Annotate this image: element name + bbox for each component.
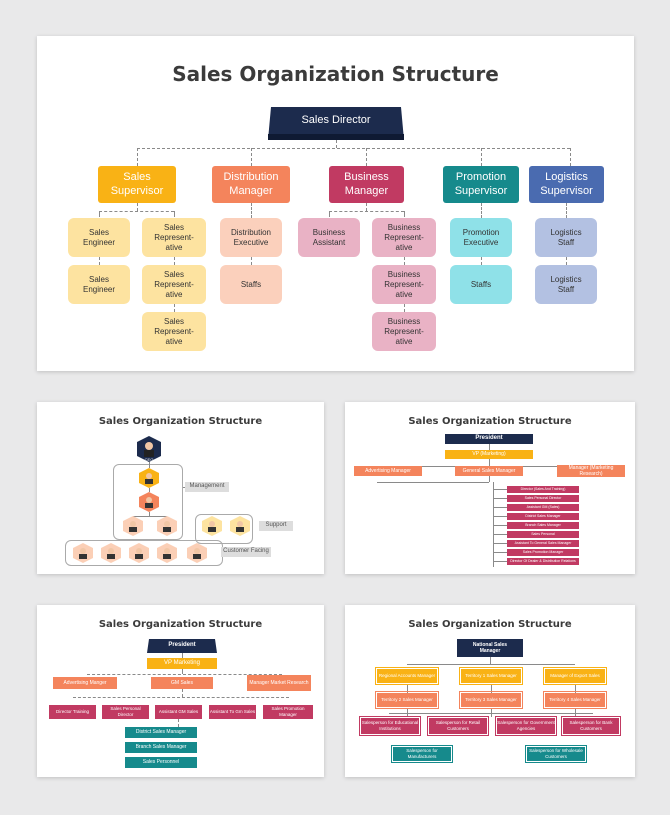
advertising-manager-box[interactable]: Advertising Manager <box>354 466 422 476</box>
sales-rep-3[interactable]: Sales Represent-ative <box>142 312 206 351</box>
thumb-3-market-research[interactable]: Manager Market Research <box>247 675 311 691</box>
main-title: Sales Organization Structure <box>172 62 499 86</box>
l3-0[interactable]: Salesperson for Educational Institutions <box>359 716 421 736</box>
promotion-staffs[interactable]: Staffs <box>450 265 512 304</box>
cf-hex-1 <box>73 543 93 563</box>
thumb-1[interactable]: Sales Organization Structure CEO Managem… <box>37 402 324 574</box>
thumb-3-chain-1[interactable]: Branch Sales Manager <box>125 742 197 753</box>
l4-1[interactable]: Salesperson for Wholesale Customers <box>525 745 587 763</box>
ceo-label: CEO <box>144 456 154 462</box>
l1-0[interactable]: Regional Accounts Manager <box>375 667 439 685</box>
thumb-2-list-item[interactable]: Assistant To General Sales Manager <box>507 540 579 547</box>
exec-hex-1 <box>139 468 159 488</box>
thumb-3-row-0[interactable]: Director Training <box>49 705 96 719</box>
thumb-2-list-item[interactable]: Branch Sales Manager <box>507 522 579 529</box>
thumb-4-title: Sales Organization Structure <box>408 619 572 630</box>
thumb-2-list-item[interactable]: Sales Promotion Manager <box>507 549 579 556</box>
l3-1[interactable]: Salesperson for Retail Customers <box>427 716 489 736</box>
support-hex-2 <box>230 516 250 536</box>
distribution-executive[interactable]: Distribution Executive <box>220 218 282 257</box>
cf-hex-4 <box>157 543 177 563</box>
l1-2[interactable]: Manager of Export Sales <box>543 667 607 685</box>
dept-logistics-supervisor[interactable]: Logistics Supervisor <box>529 166 604 203</box>
customer-facing-label: Customer Facing <box>221 547 271 557</box>
sales-rep-2[interactable]: Sales Represent-ative <box>142 265 206 304</box>
thumb-2-title: Sales Organization Structure <box>408 416 572 427</box>
support-label: Support <box>259 521 293 531</box>
business-assistant[interactable]: Business Assistant <box>298 218 360 257</box>
thumb-3[interactable]: Sales Organization Structure President V… <box>37 605 324 777</box>
thumb-3-row-3[interactable]: Assistant To Gm Sales <box>209 705 256 719</box>
l2-1[interactable]: Territory 3 Sales Manager <box>459 691 523 709</box>
vp-marketing-box[interactable]: VP (Marketing) <box>445 450 533 459</box>
thumb-3-row-1[interactable]: Sales Personal Director <box>102 705 149 719</box>
president-box[interactable]: President <box>445 434 533 444</box>
thumb-3-title: Sales Organization Structure <box>98 619 263 630</box>
dept-promotion-supervisor[interactable]: Promotion Supervisor <box>443 166 519 203</box>
exec-hex-2 <box>139 492 159 512</box>
support-hex-1 <box>202 516 222 536</box>
cf-hex-3 <box>129 543 149 563</box>
logistics-staff-1[interactable]: Logistics Staff <box>535 218 597 257</box>
business-rep-2[interactable]: Business Represent-ative <box>372 265 436 304</box>
business-rep-3[interactable]: Business Represent-ative <box>372 312 436 351</box>
thumb-1-title: Sales Organization Structure <box>98 416 263 427</box>
general-sales-manager-box[interactable]: General Sales Manager <box>455 466 523 476</box>
dept-sales-supervisor[interactable]: Sales Supervisor <box>98 166 176 203</box>
l4-0[interactable]: Salesperson for Manufacturers <box>391 745 453 763</box>
thumb-2-list-item[interactable]: Assistant GM (Sales) <box>507 504 579 511</box>
l1-1[interactable]: Territory 1 Sales Manager <box>459 667 523 685</box>
thumb-3-president[interactable]: President <box>168 642 196 649</box>
mgr-hex-1 <box>123 516 143 536</box>
ceo-hex <box>137 436 161 462</box>
distribution-staffs[interactable]: Staffs <box>220 265 282 304</box>
l2-2[interactable]: Territory 4 Sales Manager <box>543 691 607 709</box>
thumb-3-row-4[interactable]: Sales Promotion Manager <box>263 705 313 719</box>
thumb-3-chain-2[interactable]: Sales Personnel <box>125 757 197 768</box>
management-label: Management <box>185 482 229 492</box>
sales-engineer-1[interactable]: Sales Engineer <box>68 218 130 257</box>
thumb-3-vp[interactable]: VP Marketing <box>147 658 217 669</box>
thumb-4[interactable]: Sales Organization Structure National Sa… <box>345 605 635 777</box>
l2-0[interactable]: Territory 2 Sales Manager <box>375 691 439 709</box>
thumb-2[interactable]: Sales Organization Structure President V… <box>345 402 635 574</box>
sales-rep-1[interactable]: Sales Represent-ative <box>142 218 206 257</box>
dept-distribution-manager[interactable]: Distribution Manager <box>212 166 290 203</box>
thumb-3-row-2[interactable]: Assistant GM Sales <box>155 705 202 719</box>
cf-hex-5 <box>187 543 207 563</box>
thumb-3-president-shape <box>147 639 217 653</box>
thumb-2-list-item[interactable]: Director (Sales And Training) <box>507 486 579 493</box>
dept-business-manager[interactable]: Business Manager <box>329 166 404 203</box>
thumb-2-list-item[interactable]: Sales Personal Director <box>507 495 579 502</box>
promotion-executive[interactable]: Promotion Executive <box>450 218 512 257</box>
main-slide[interactable]: Sales Organization Structure Sales Direc… <box>37 36 634 371</box>
mgr-hex-2 <box>157 516 177 536</box>
business-rep-1[interactable]: Business Represent-ative <box>372 218 436 257</box>
root-box[interactable]: Sales Director <box>301 113 371 126</box>
sales-engineer-2[interactable]: Sales Engineer <box>68 265 130 304</box>
support-group <box>195 514 253 544</box>
l3-3[interactable]: Salesperson for Bank Customers <box>561 716 621 736</box>
thumb-3-gm-sales[interactable]: GM Sales <box>151 677 213 689</box>
thumb-3-advertising[interactable]: Advertising Manger <box>53 677 117 689</box>
management-group <box>113 464 183 540</box>
root-shape <box>268 107 404 140</box>
cf-hex-2 <box>101 543 121 563</box>
l3-2[interactable]: Salesperson for Government Agencies <box>495 716 557 736</box>
thumb-2-list-item[interactable]: Director Of Dealer & Distribution Relati… <box>507 558 579 565</box>
national-sales-manager[interactable]: National Sales Manager <box>457 639 523 657</box>
thumb-2-list-item[interactable]: District Sales Manager <box>507 513 579 520</box>
logistics-staff-2[interactable]: Logistics Staff <box>535 265 597 304</box>
thumb-2-list-item[interactable]: Sales Personal <box>507 531 579 538</box>
marketing-research-box[interactable]: Manager (Marketing Research) <box>557 465 625 477</box>
thumb-3-chain-0[interactable]: District Sales Manager <box>125 727 197 738</box>
